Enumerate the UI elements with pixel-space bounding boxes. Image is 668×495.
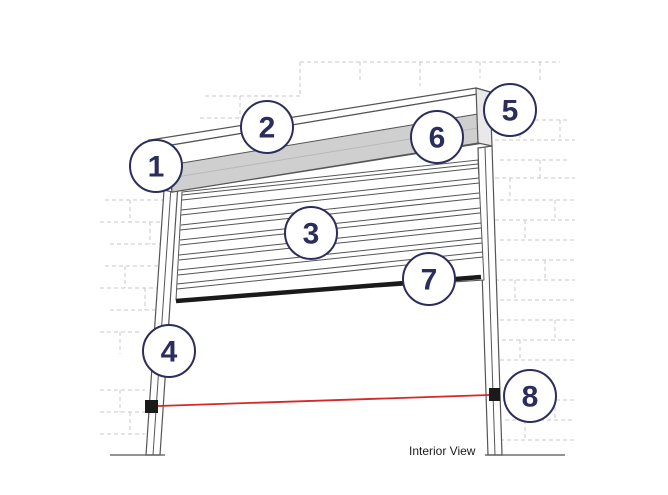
callout-3: 3 [284, 206, 338, 260]
callout-2: 2 [240, 100, 294, 154]
sensor-right [489, 388, 500, 401]
sensor-left [145, 400, 158, 413]
callout-6-label: 6 [429, 122, 446, 155]
brick-wall [100, 61, 575, 441]
callout-5: 5 [483, 83, 537, 137]
callout-6: 6 [410, 110, 464, 164]
callout-2-label: 2 [259, 112, 276, 145]
view-caption: Interior View [409, 444, 476, 458]
callout-8-label: 8 [522, 381, 539, 414]
callout-4-label: 4 [161, 336, 178, 369]
callout-1-label: 1 [148, 151, 165, 184]
left-guide-rail [145, 183, 179, 456]
right-guide-rail [477, 145, 503, 456]
callout-1: 1 [129, 139, 183, 193]
safety-beam [157, 394, 490, 407]
callout-7: 7 [402, 252, 456, 306]
callout-8: 8 [503, 369, 557, 423]
callout-3-label: 3 [303, 218, 320, 251]
callout-4: 4 [142, 324, 196, 378]
callout-5-label: 5 [502, 95, 519, 128]
callout-7-label: 7 [421, 264, 438, 297]
